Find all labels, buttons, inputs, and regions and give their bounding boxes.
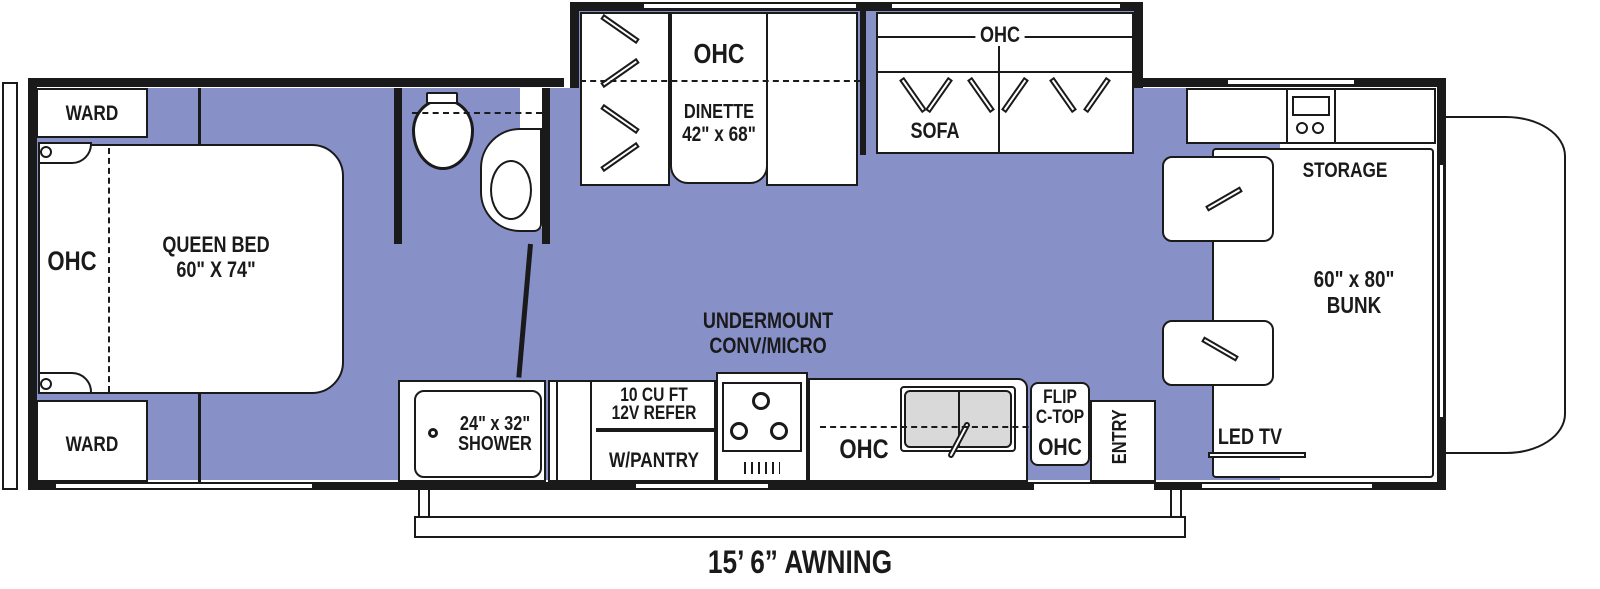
sofa-ohc-label: OHC bbox=[975, 24, 1025, 46]
burner-top-icon bbox=[752, 392, 770, 410]
queen-bed-label-2: 60" X 74" bbox=[176, 257, 256, 282]
refer-pantry-divider bbox=[596, 428, 714, 432]
slideout-wall-right bbox=[1134, 2, 1143, 88]
flip-label-1: FLIP bbox=[1043, 387, 1077, 408]
cab-cabinet-divider-1 bbox=[1286, 90, 1288, 142]
wardrobe-top: WARD bbox=[36, 88, 148, 138]
sofa-center-line bbox=[998, 46, 1000, 154]
rear-ladder bbox=[2, 82, 18, 490]
top-wall-cab-window bbox=[1228, 80, 1354, 84]
refer-side-panel bbox=[556, 382, 592, 480]
bath-ohc-line bbox=[412, 112, 542, 114]
ward-bottom-label: WARD bbox=[65, 433, 119, 456]
toilet-tank bbox=[426, 92, 458, 104]
dinette-bench-left bbox=[580, 12, 670, 186]
flip-ohc-label: OHC bbox=[1038, 434, 1082, 461]
pantry-label: W/PANTRY bbox=[609, 449, 699, 472]
dinette-ohc-line bbox=[580, 80, 860, 82]
captain-chair-passenger[interactable] bbox=[1162, 320, 1274, 386]
storage-label: STORAGE bbox=[1302, 159, 1388, 182]
bunk-label-2: BUNK bbox=[1326, 292, 1382, 318]
microwave-label-2: CONV/MICRO bbox=[709, 333, 827, 358]
bed-ohc-label: OHC bbox=[47, 246, 97, 276]
cab-appliance-screen bbox=[1292, 96, 1330, 116]
slideout-divider bbox=[860, 11, 866, 155]
bath-wall-right bbox=[542, 88, 550, 244]
slideout-window-2 bbox=[892, 4, 1120, 8]
bath-wall-left bbox=[394, 88, 402, 244]
dinette-ohc-label: OHC bbox=[693, 38, 745, 69]
toilet-icon bbox=[412, 98, 474, 170]
windshield-hood bbox=[1446, 116, 1566, 454]
queen-bed-label-1: QUEEN BED bbox=[162, 232, 270, 257]
galley-ohc-label: OHC bbox=[839, 434, 889, 464]
dinette-label-2: 42" x 68" bbox=[682, 123, 756, 146]
bottom-wall-window bbox=[56, 484, 312, 488]
bunk-label-1: 60" x 80" bbox=[1313, 266, 1395, 292]
slideout-window-1 bbox=[644, 4, 856, 8]
burner-left-icon bbox=[730, 422, 748, 440]
sofa-label: SOFA bbox=[910, 118, 960, 143]
bottom-wall-entry-gap bbox=[1034, 484, 1154, 490]
rear-wall bbox=[28, 78, 37, 490]
bed-ohc-line bbox=[108, 148, 110, 392]
burner-right-icon bbox=[770, 422, 788, 440]
refer-label-1: 10 CU FT bbox=[620, 385, 688, 406]
sink-divider bbox=[958, 392, 960, 446]
dinette-bench-right bbox=[766, 12, 858, 186]
cab-cabinet-divider-2 bbox=[1334, 90, 1336, 142]
awning bbox=[414, 516, 1186, 538]
shower-label-2: SHOWER bbox=[458, 433, 532, 455]
lamp-top-icon bbox=[40, 146, 52, 158]
shower-drain-icon bbox=[428, 428, 438, 438]
microwave-label-1: UNDERMOUNT bbox=[702, 308, 834, 333]
flip-label-2: C-TOP bbox=[1035, 407, 1085, 428]
slideout-wall-left bbox=[570, 2, 579, 88]
front-wall-window bbox=[1440, 165, 1443, 417]
shower-label-1: 24" x 32" bbox=[459, 413, 531, 435]
stove-grate bbox=[722, 382, 802, 452]
ward-top-label: WARD bbox=[65, 102, 119, 125]
led-tv-label: LED TV bbox=[1217, 424, 1283, 449]
galley-ohc-line bbox=[820, 426, 1150, 428]
stove-knobs bbox=[744, 462, 780, 474]
dinette-table bbox=[670, 12, 768, 184]
flip-countertop bbox=[1030, 382, 1090, 466]
lamp-bottom-icon bbox=[40, 378, 52, 390]
bottom-wall-window-2 bbox=[636, 484, 768, 488]
sofa-back-line bbox=[878, 71, 1132, 73]
refer-label-2: 12V REFER bbox=[611, 403, 697, 424]
entry-label: ENTRY bbox=[1109, 409, 1131, 465]
awning-arm-right bbox=[1170, 490, 1182, 516]
bottom-wall-window-3 bbox=[1202, 484, 1372, 488]
cab-appliance-knob-1 bbox=[1296, 122, 1308, 134]
led-tv-icon bbox=[1208, 452, 1306, 458]
awning-label: 15’ 6” AWNING bbox=[707, 544, 893, 580]
dinette-label-1: DINETTE bbox=[683, 101, 755, 123]
cab-appliance-knob-2 bbox=[1312, 122, 1324, 134]
awning-arm-left bbox=[418, 490, 430, 516]
wardrobe-bottom: WARD bbox=[36, 400, 148, 482]
slideout-wall-top bbox=[570, 2, 1142, 11]
top-wall-bedroom bbox=[28, 78, 564, 87]
queen-bed bbox=[38, 144, 344, 394]
sink-bath-icon bbox=[490, 160, 532, 220]
entry-step[interactable] bbox=[1090, 400, 1156, 482]
